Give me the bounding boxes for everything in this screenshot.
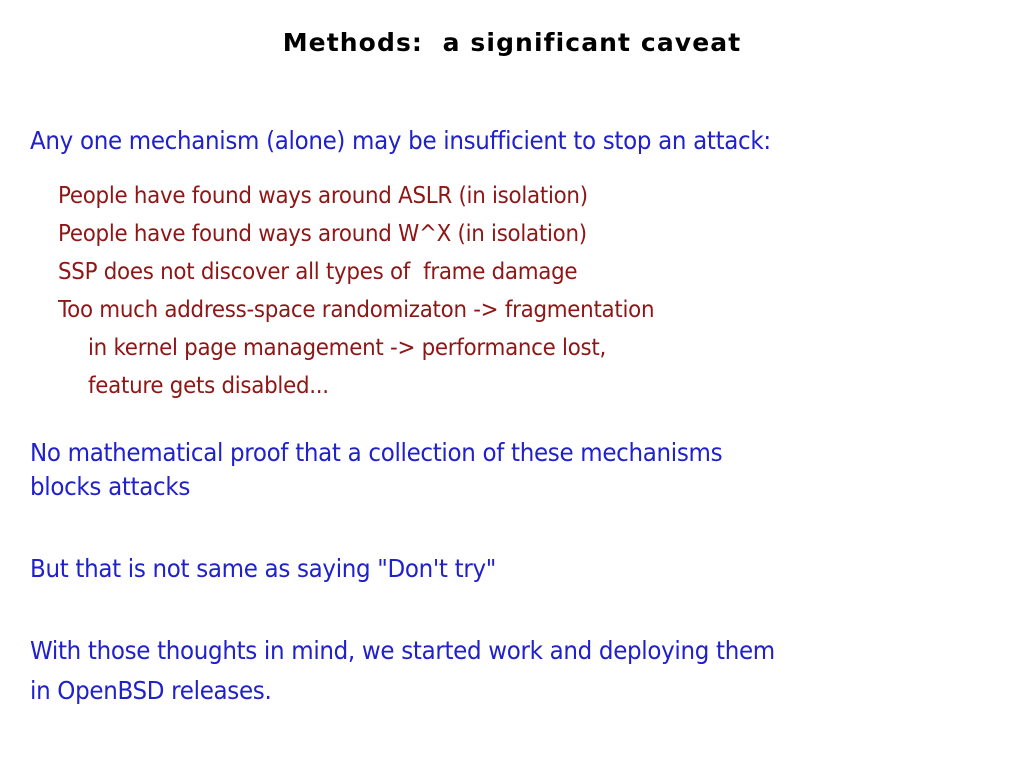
paragraph-one-line-1: No mathematical proof that a collection … (30, 438, 723, 467)
bullet-item-randomization-cont-1: in kernel page management -> performance… (88, 335, 607, 361)
intro-statement: Any one mechanism (alone) may be insuffi… (30, 126, 771, 155)
page-title: Methods: a significant caveat (282, 28, 742, 57)
bullet-item-ssp: SSP does not discover all types of frame… (58, 259, 578, 285)
paragraph-one-line-2: blocks attacks (30, 472, 190, 501)
bullet-item-randomization: Too much address-space randomizaton -> f… (58, 297, 655, 323)
bullet-item-wxor: People have found ways around W^X (in is… (58, 221, 587, 247)
paragraph-three-line-2: in OpenBSD releases. (30, 676, 272, 705)
bullet-item-aslr: People have found ways around ASLR (in i… (58, 183, 588, 209)
paragraph-two-line-1: But that is not same as saying "Don't tr… (30, 554, 497, 583)
bullet-item-randomization-cont-2: feature gets disabled... (88, 373, 329, 399)
paragraph-three-line-1: With those thoughts in mind, we started … (30, 636, 775, 665)
